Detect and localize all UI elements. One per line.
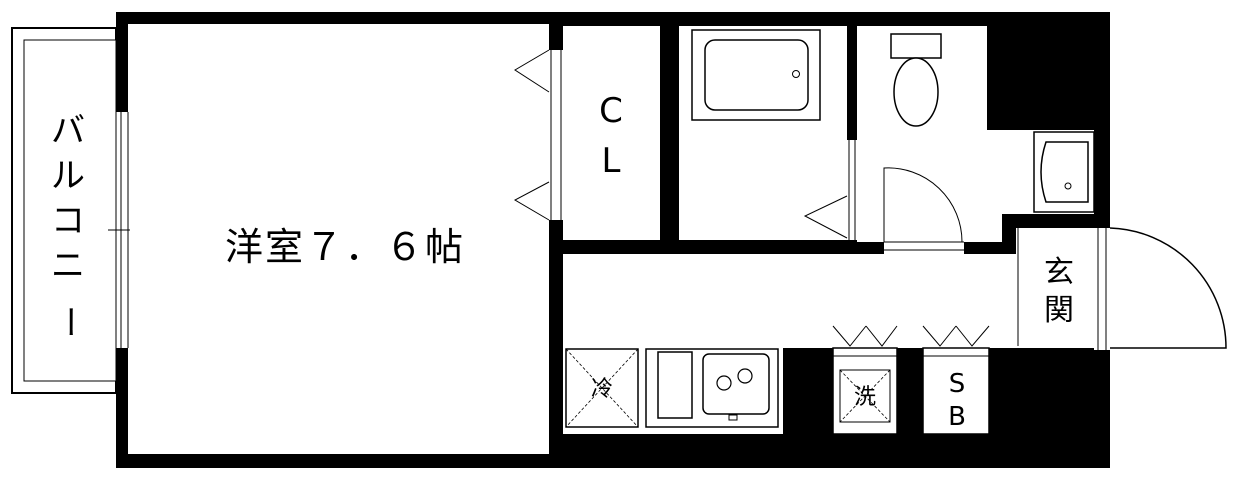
bathroom-door — [803, 140, 857, 240]
bathtub — [691, 29, 821, 121]
fridge — [565, 348, 639, 428]
shoe-box-label-line1: S — [949, 369, 966, 399]
balcony-char-4: ニ — [51, 246, 85, 286]
entrance-door — [1017, 227, 1227, 350]
washer-label: 洗 — [854, 385, 876, 410]
folding-doors — [832, 325, 990, 347]
balcony-char-2: ル — [51, 156, 85, 196]
balcony-label: バ ル コ ニ ー — [48, 111, 88, 339]
western-room-label: 洋室７．６帖 — [225, 225, 465, 269]
toilet — [890, 33, 942, 127]
toilet-floor-door — [857, 214, 1002, 242]
balcony-char-1: バ — [51, 111, 85, 151]
closet-floor — [563, 26, 660, 240]
entrance-label-line2: 関 — [1044, 293, 1074, 328]
closet-label-line1: C — [599, 91, 623, 131]
corridor-floor — [563, 254, 1033, 348]
balcony-char-3: コ — [51, 201, 85, 241]
fridge-label: 冷 — [591, 377, 613, 402]
closet-doors — [513, 49, 563, 221]
balcony-windows — [108, 112, 130, 348]
shoe-box-label-line2: B — [948, 402, 966, 432]
kitchen-counter — [645, 348, 779, 428]
balcony — [11, 27, 117, 394]
balcony-char-5: ー — [48, 305, 88, 339]
washer-space — [832, 347, 898, 435]
toilet-door — [883, 167, 964, 254]
western-room-floor — [128, 24, 549, 454]
closet-label-line2: L — [602, 141, 621, 181]
entrance-floor — [1016, 228, 1102, 348]
wash-basin — [1033, 131, 1095, 213]
entrance-label-line1: 玄 — [1044, 255, 1074, 290]
shoe-box — [922, 347, 990, 435]
